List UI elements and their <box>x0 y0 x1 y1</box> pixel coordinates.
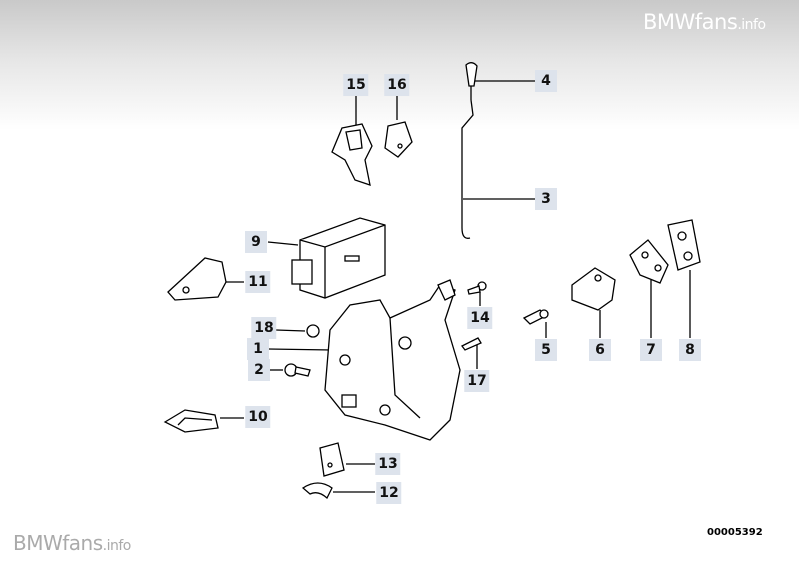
part-6-striker <box>571 267 616 311</box>
part-18-nut <box>306 324 320 338</box>
callout-18[interactable]: 18 <box>251 317 277 339</box>
callout-17[interactable]: 17 <box>464 370 490 392</box>
watermark-brand: BMWfans <box>643 10 738 34</box>
part-2-bolt <box>284 363 311 377</box>
callout-7[interactable]: 7 <box>640 339 662 361</box>
watermark-suffix: .info <box>737 17 766 33</box>
part-9-actuator <box>291 217 386 299</box>
part-1-door-lock <box>324 279 461 441</box>
callout-8[interactable]: 8 <box>679 339 701 361</box>
callout-16[interactable]: 16 <box>384 74 410 96</box>
callout-2[interactable]: 2 <box>248 359 270 381</box>
leader-lines <box>220 80 691 493</box>
callout-13[interactable]: 13 <box>375 453 401 475</box>
callout-10[interactable]: 10 <box>245 406 271 428</box>
callout-9[interactable]: 9 <box>245 231 267 253</box>
callout-12[interactable]: 12 <box>376 482 402 504</box>
part-5-screw <box>522 309 549 325</box>
watermark-logo-top: BMWfans.info <box>643 10 766 34</box>
callout-5[interactable]: 5 <box>535 339 557 361</box>
part-7-plate <box>629 239 669 284</box>
part-16-clip <box>384 121 413 158</box>
watermark-brand: BMWfans <box>13 531 103 555</box>
part-11-cover <box>167 257 227 301</box>
part-12-clip <box>301 482 333 500</box>
part-17-screw <box>461 337 482 351</box>
part-15-bracket <box>331 123 373 186</box>
watermark-suffix: .info <box>102 538 132 554</box>
part-14-screw <box>467 281 487 295</box>
callout-14[interactable]: 14 <box>467 307 493 329</box>
callout-15[interactable]: 15 <box>343 74 369 96</box>
part-8-plate <box>667 219 701 271</box>
callout-6[interactable]: 6 <box>589 339 611 361</box>
part-13-block <box>319 442 345 477</box>
diagram-number: 00005392 <box>707 527 763 538</box>
part-10-clip <box>163 409 219 433</box>
watermark-logo-bottom: BMWfans.info <box>13 531 131 555</box>
callout-11[interactable]: 11 <box>245 271 271 293</box>
part-4-lock-button <box>465 62 478 100</box>
callout-1[interactable]: 1 <box>247 338 269 360</box>
callout-3[interactable]: 3 <box>535 188 557 210</box>
part-3-rod <box>461 99 474 239</box>
callout-4[interactable]: 4 <box>535 70 557 92</box>
